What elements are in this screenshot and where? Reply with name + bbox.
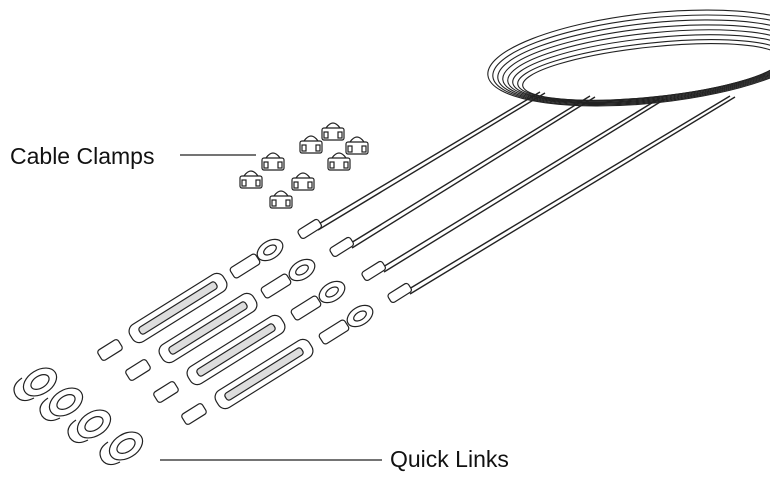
cable-line-3b [383,98,666,273]
cable-line-4b [409,96,736,295]
clamp [239,170,263,189]
turnbuckle-assembly-2 [39,236,354,422]
cable-coil [487,9,770,107]
cable-line-1 [311,91,541,229]
callout-cable-clamps: Cable Clamps [10,143,155,169]
cable-line-1b [317,92,546,231]
cable-clamps [239,122,369,209]
turnbuckle-assembly-1 [13,218,322,402]
clamp [299,135,323,154]
turnbuckle-assemblies [13,218,412,466]
clamp [321,122,345,141]
cable-line-3 [377,97,661,271]
clamp [261,152,285,171]
clamp [345,136,369,155]
cable-line-2b [351,96,596,249]
callout-quick-links: Quick Links [390,446,509,472]
cable-line-2 [345,95,591,247]
cable-lines [311,91,736,295]
turnbuckle-assembly-3 [67,260,386,444]
clamp [327,152,351,171]
turnbuckle-assembly-4 [99,282,412,466]
clamp [269,190,293,209]
cable-line-4 [403,95,731,293]
clamp [291,172,315,191]
